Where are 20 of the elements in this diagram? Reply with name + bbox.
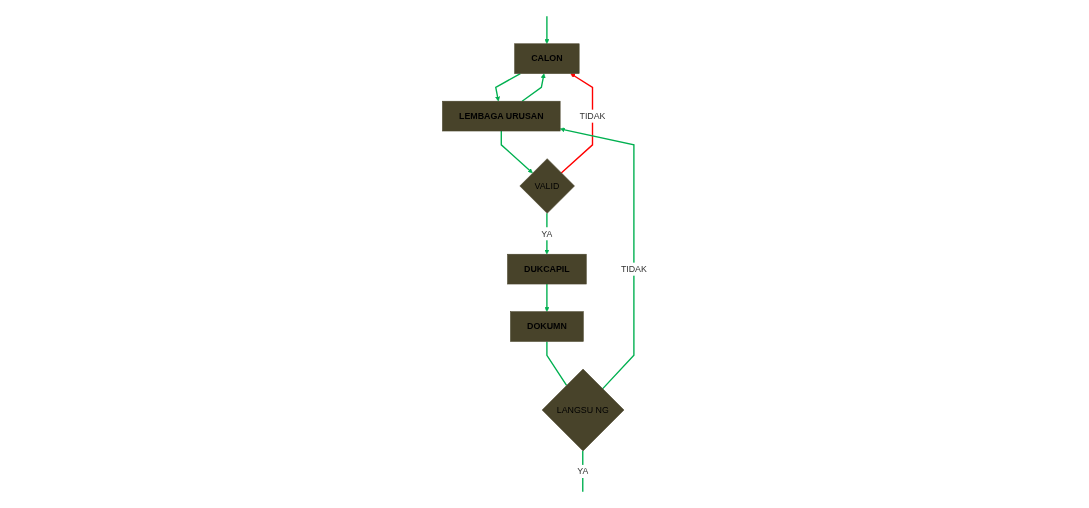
arrow — [500, 130, 533, 174]
arrow — [544, 283, 550, 312]
node-box: CALON — [514, 43, 580, 74]
arrow — [544, 15, 550, 44]
arrow — [560, 73, 594, 174]
arrow — [521, 73, 546, 102]
node-diamond: LANGSU NG — [541, 368, 625, 452]
arrow — [494, 72, 521, 102]
edge-label: TIDAK — [620, 264, 647, 274]
node-box: DUKCAPIL — [507, 253, 587, 285]
connector — [546, 340, 568, 386]
edge-label: TIDAK — [579, 111, 606, 121]
edge-label: YA — [541, 228, 553, 239]
arrow — [544, 212, 550, 255]
node-box: DOKUMN — [510, 311, 584, 342]
edge-label: YA — [577, 466, 589, 476]
node-diamond: VALID — [519, 158, 575, 214]
node-box: LEMBAGA URUSAN — [441, 100, 561, 132]
arrow — [559, 127, 635, 390]
connector — [581, 450, 584, 493]
